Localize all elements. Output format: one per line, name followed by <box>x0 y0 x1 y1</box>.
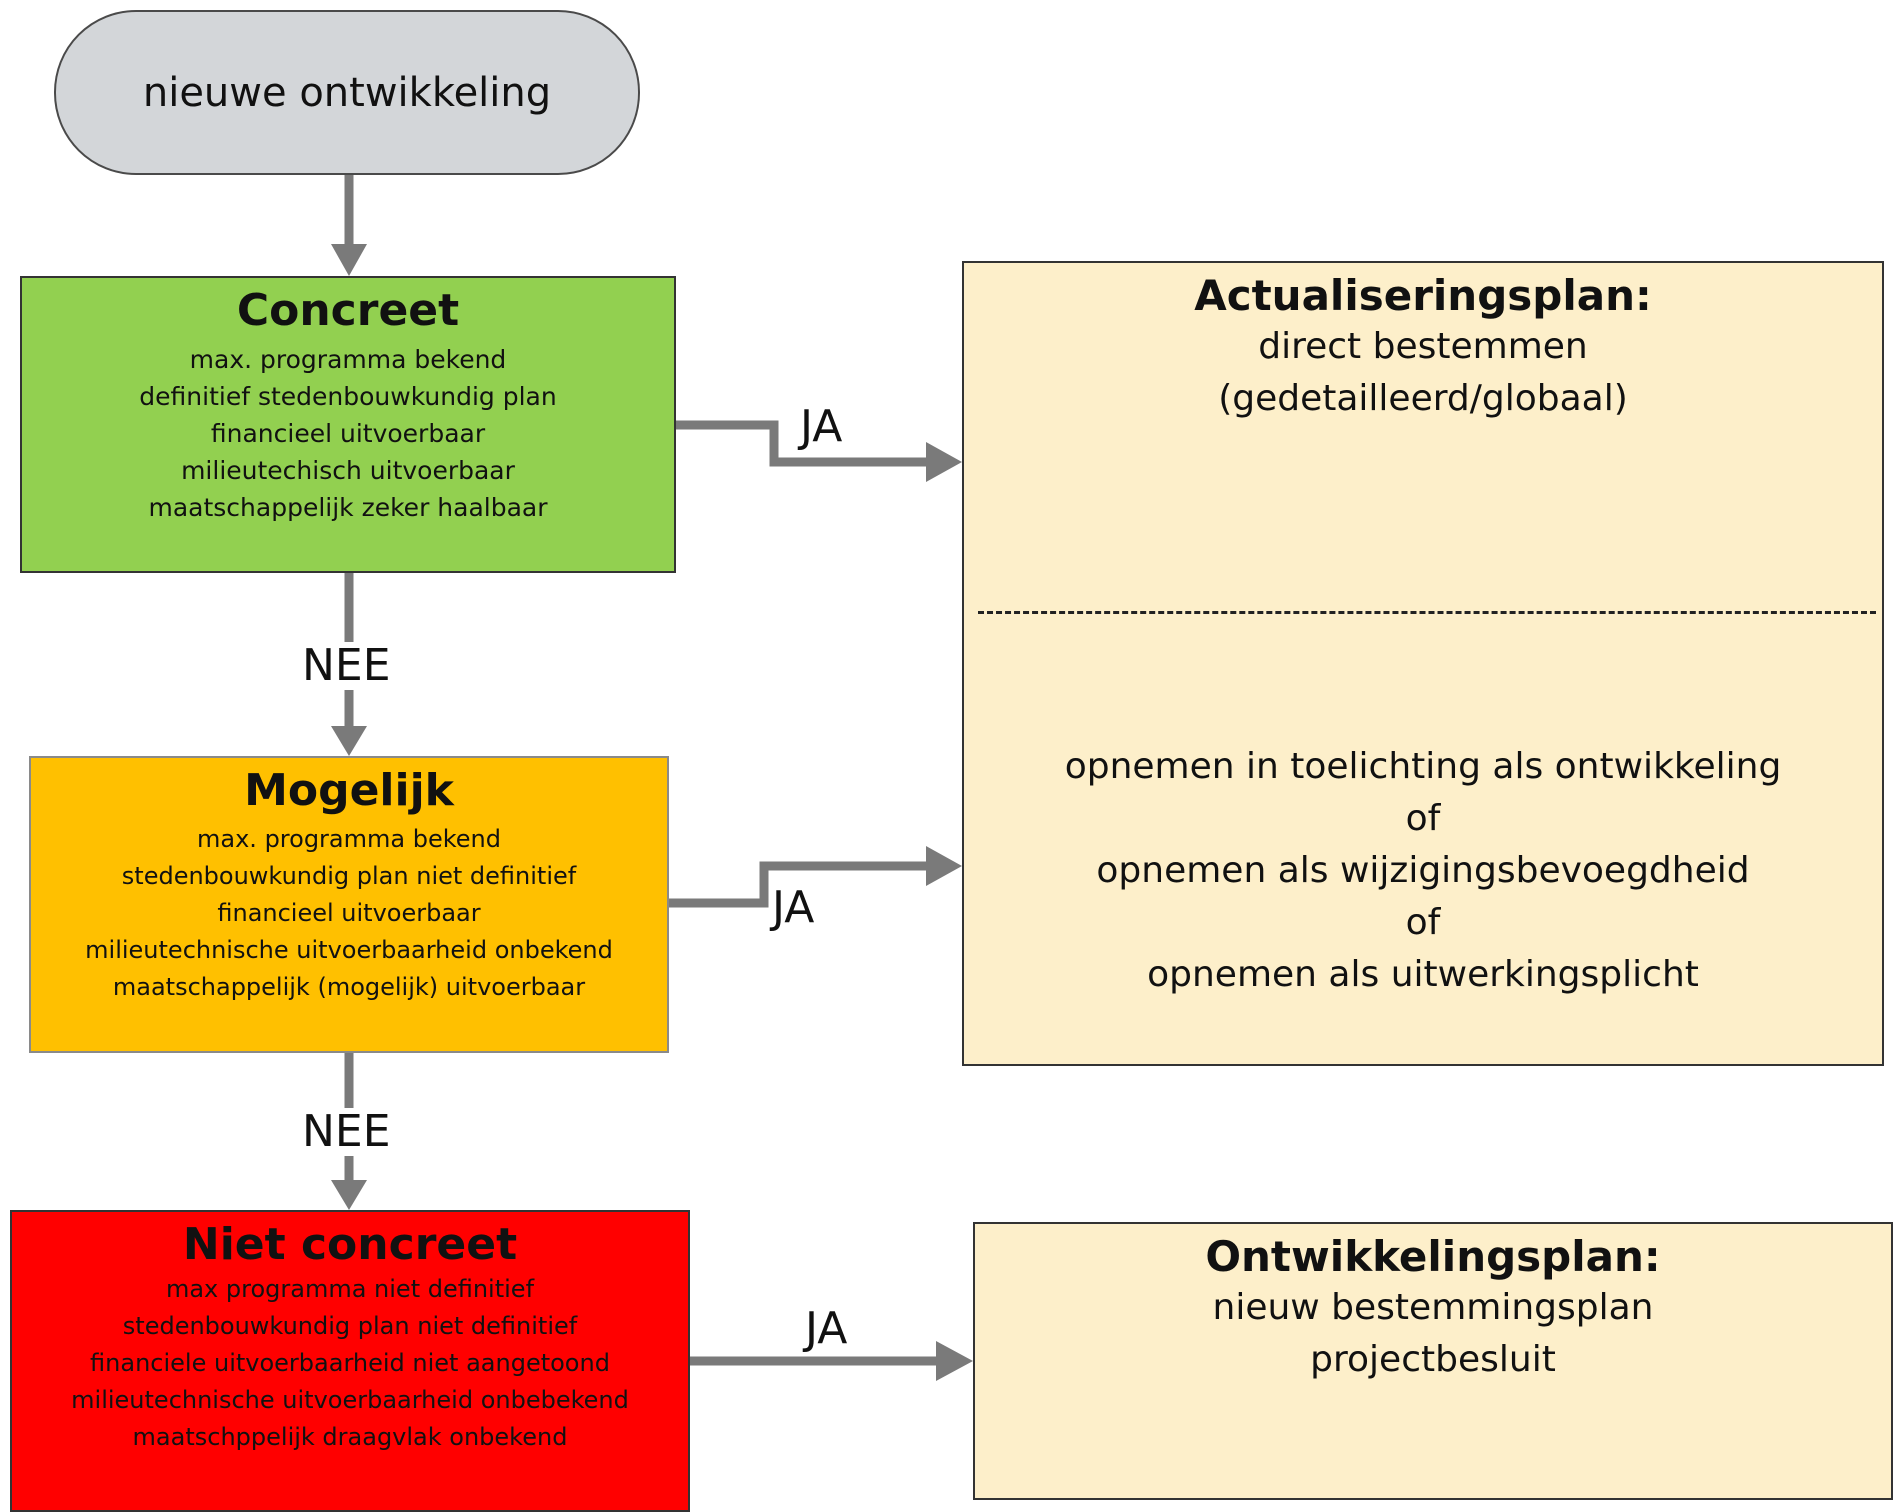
result-line: nieuw bestemmingsplan <box>1212 1287 1654 1329</box>
option-line: opnemen als uitwerkingsplicht <box>1147 954 1699 995</box>
arrowhead-concreet-to-mogelijk <box>331 726 367 756</box>
criterion-line: maatschappelijk zeker haalbaar <box>148 492 548 522</box>
decision-title: Concreet <box>236 285 460 336</box>
criterion-line: max programma niet definitief <box>165 1274 535 1303</box>
arrowhead-mogelijk-to-actualisering <box>926 846 962 886</box>
criterion-line: financieel uitvoerbaar <box>217 898 481 927</box>
option-connector: of <box>1405 902 1441 943</box>
option-line: opnemen in toelichting als ontwikkeling <box>1064 746 1782 787</box>
result-top-section: Actualiseringsplan: direct bestemmen (ge… <box>1194 263 1652 425</box>
criterion-line: stedenbouwkundig plan niet definitief <box>121 861 577 890</box>
criterion-line: max. programma bekend <box>197 824 501 853</box>
decision-mogelijk: Mogelijk max. programma bekend stedenbou… <box>29 756 669 1053</box>
start-label: nieuwe ontwikkeling <box>142 69 552 116</box>
result-title: Actualiseringsplan: <box>1194 271 1652 320</box>
arrowhead-niet-to-ontwikkeling <box>936 1341 973 1381</box>
criterion-line: milieutechnische uitvoerbaarheid onbeken… <box>85 935 613 964</box>
decision-criteria: max programma niet definitief stedenbouw… <box>71 1271 629 1456</box>
edge-label-ja: JA <box>805 1303 848 1354</box>
arrow-concreet-to-actualisering <box>676 420 932 467</box>
decision-criteria: max. programma bekend stedenbouwkundig p… <box>85 821 613 1006</box>
result-line: direct bestemmen <box>1258 326 1588 368</box>
criterion-line: milieutechisch uitvoerbaar <box>181 455 515 485</box>
edge-label-nee: NEE <box>302 640 391 691</box>
option-connector: of <box>1405 798 1441 839</box>
edge-label-ja: JA <box>800 401 843 452</box>
result-actualiseringsplan: Actualiseringsplan: direct bestemmen (ge… <box>962 261 1884 1066</box>
start-node: nieuwe ontwikkeling <box>54 10 640 175</box>
decision-concreet: Concreet max. programma bekend definitie… <box>20 276 676 573</box>
decision-title: Niet concreet <box>182 1219 518 1270</box>
edge-label-ja: JA <box>772 882 815 933</box>
criterion-line: definitief stedenbouwkundig plan <box>139 381 557 411</box>
criterion-line: financieel uitvoerbaar <box>210 418 486 448</box>
criterion-line: stedenbouwkundig plan niet definitief <box>122 1311 578 1340</box>
decision-title: Mogelijk <box>244 765 454 816</box>
decision-niet-concreet: Niet concreet max programma niet definit… <box>10 1210 690 1512</box>
dashed-divider <box>978 611 1876 614</box>
result-line: (gedetailleerd/globaal) <box>1218 378 1628 420</box>
result-ontwikkelingsplan: Ontwikkelingsplan: nieuw bestemmingsplan… <box>973 1222 1893 1500</box>
arrowhead-start-to-concreet <box>331 244 367 276</box>
criterion-line: maatschppelijk draagvlak onbekend <box>132 1422 568 1451</box>
arrowhead-concreet-to-actualisering <box>926 442 962 482</box>
arrow-mogelijk-to-actualisering <box>669 861 932 908</box>
result-title: Ontwikkelingsplan: <box>1205 1232 1661 1281</box>
decision-criteria: max. programma bekend definitief stedenb… <box>139 341 556 526</box>
edge-label-nee: NEE <box>302 1106 391 1157</box>
arrowhead-mogelijk-to-niet <box>331 1180 367 1210</box>
criterion-line: milieutechnische uitvoerbaarheid onbebek… <box>71 1385 629 1414</box>
option-line: opnemen als wijzigingsbevoegdheid <box>1096 850 1750 891</box>
criterion-line: maatschappelijk (mogelijk) uitvoerbaar <box>112 972 586 1001</box>
criterion-line: max. programma bekend <box>189 344 507 374</box>
result-options-section: opnemen in toelichting als ontwikkeling … <box>964 741 1882 1001</box>
result-line: projectbesluit <box>1310 1339 1556 1381</box>
criterion-line: financiele uitvoerbaarheid niet aangetoo… <box>90 1348 610 1377</box>
